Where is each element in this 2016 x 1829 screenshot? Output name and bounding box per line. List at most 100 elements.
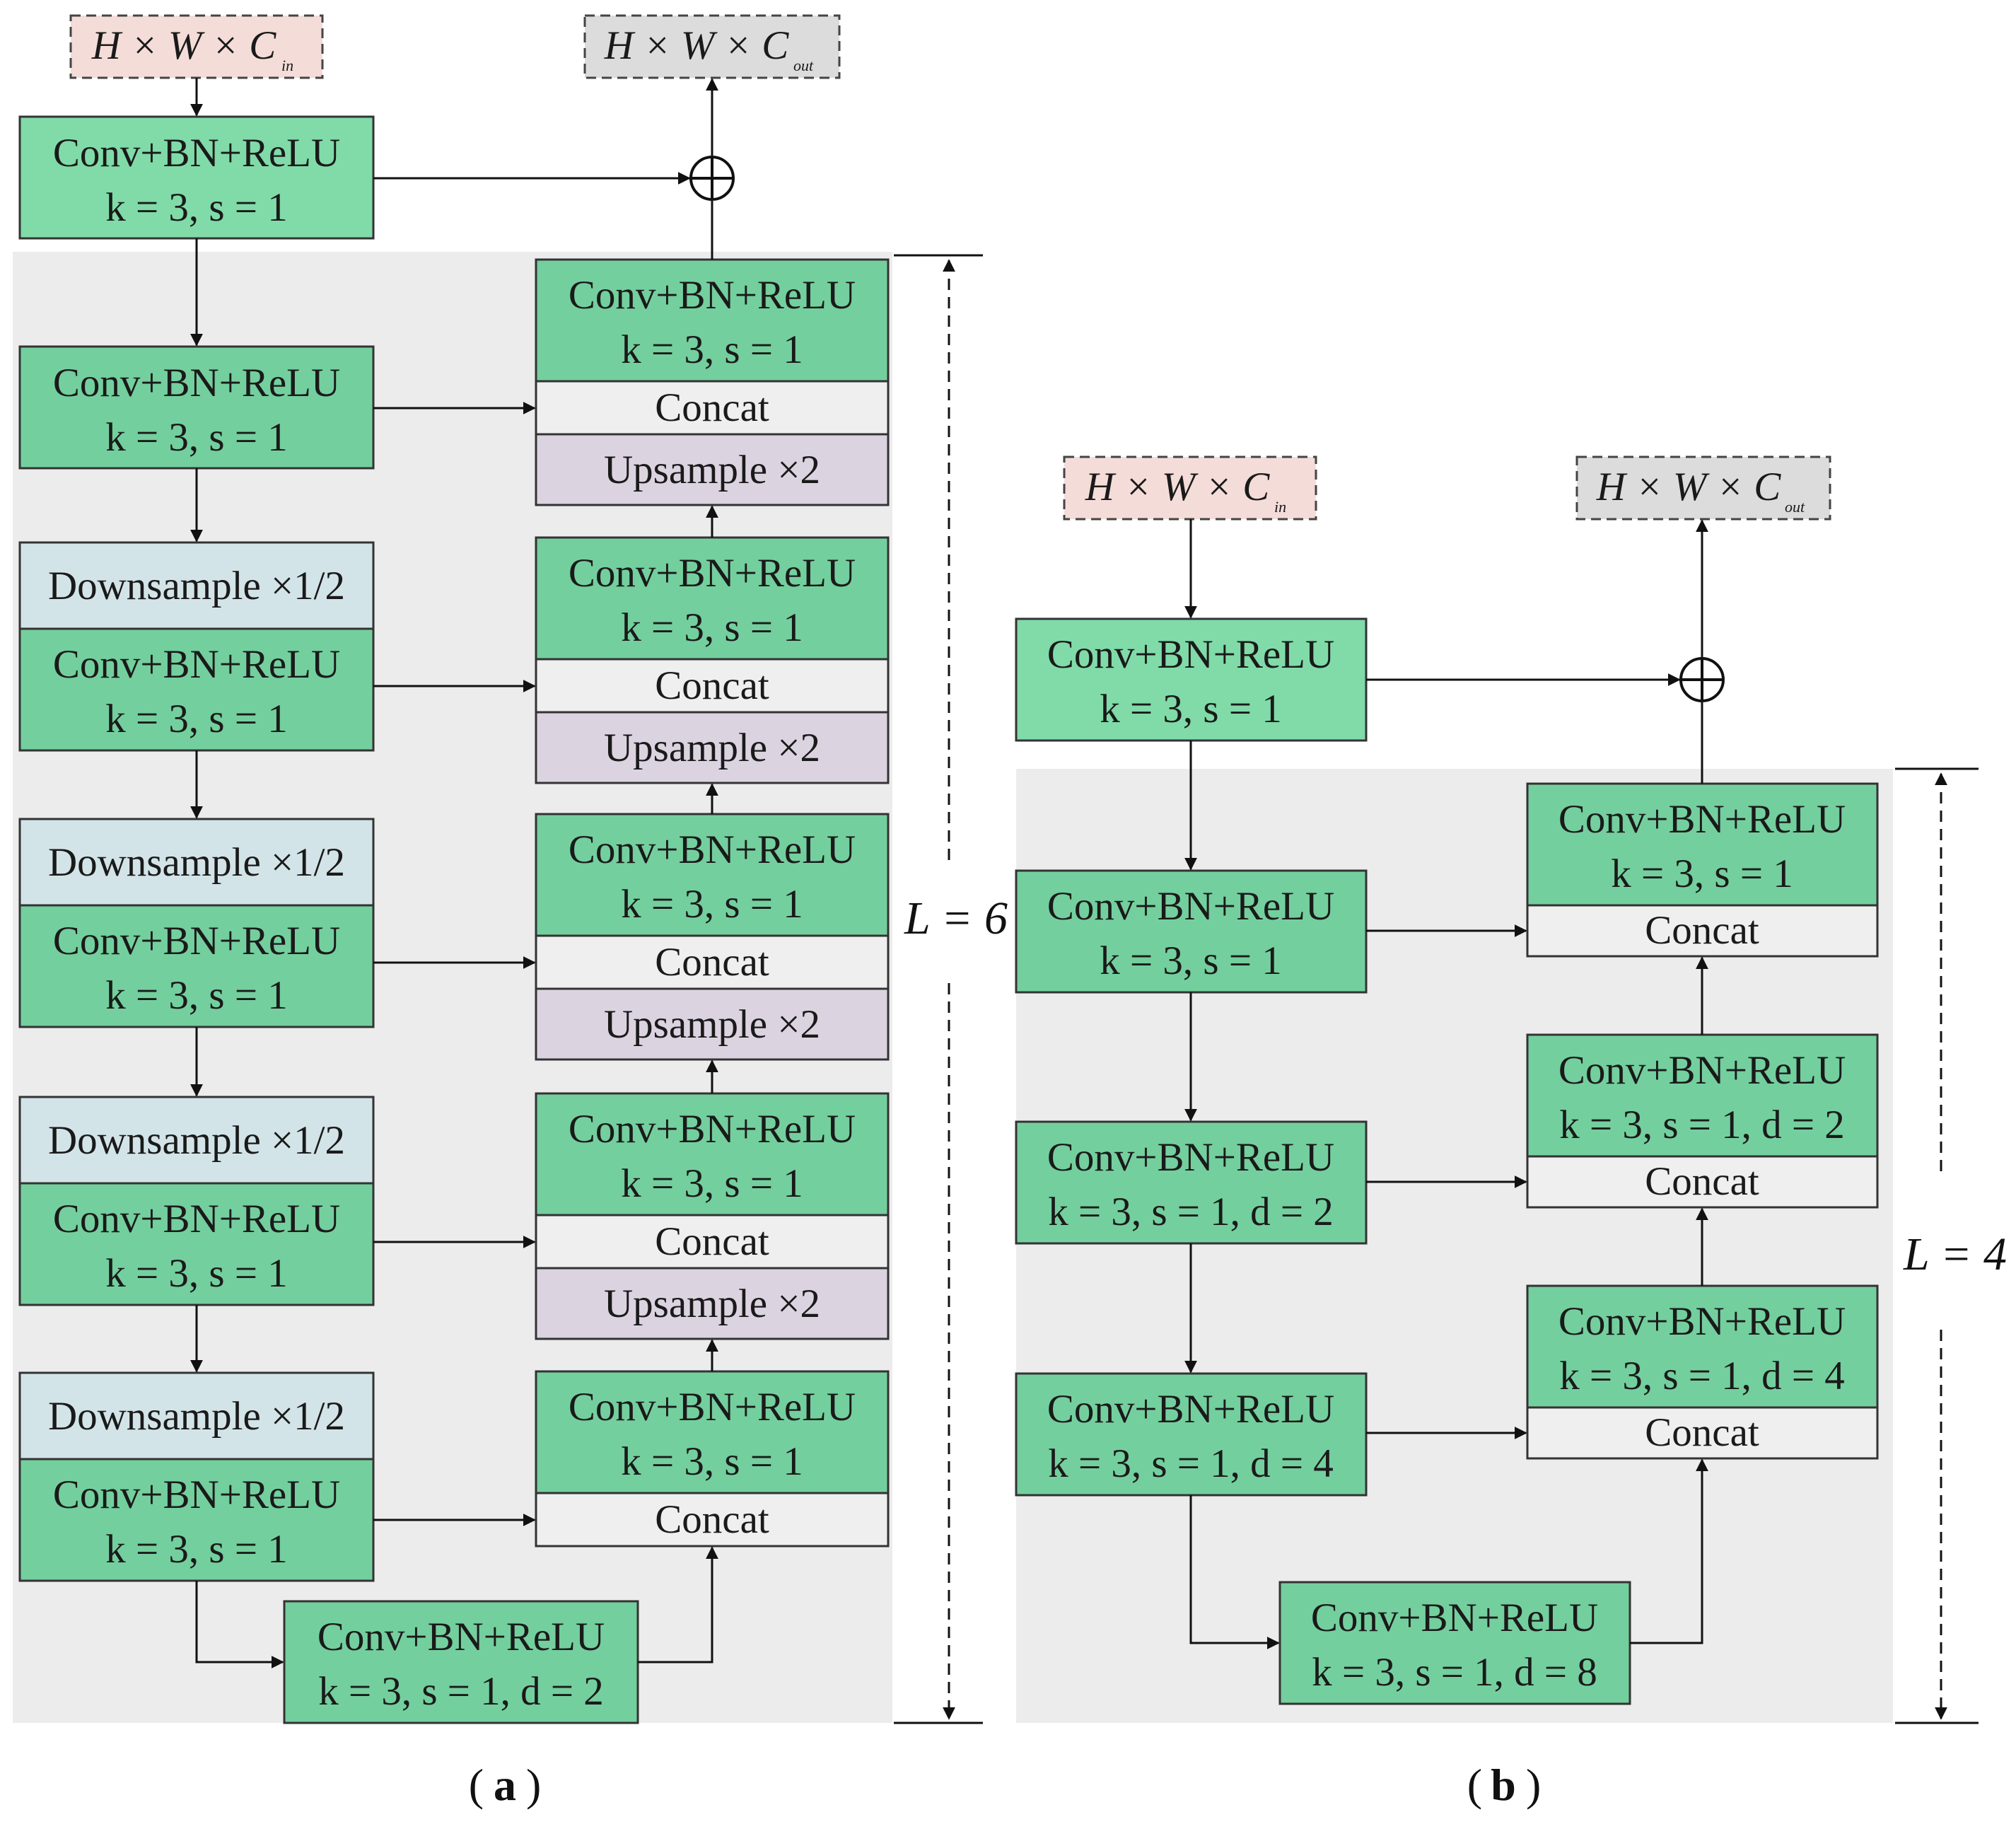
svg-text:k = 3, s = 1, d = 4: k = 3, s = 1, d = 4 — [1559, 1354, 1845, 1398]
b-decoder-1: Conv+BN+ReLU k = 3, s = 1 Concat — [1526, 782, 1879, 958]
svg-text:Conv+BN+ReLU: Conv+BN+ReLU — [1047, 632, 1334, 677]
a-encoder-5: Downsample ×1/2 Conv+BN+ReLU k = 3, s = … — [18, 1371, 375, 1582]
svg-text:Concat: Concat — [1645, 908, 1759, 953]
svg-text:k = 3, s = 1: k = 3, s = 1 — [621, 327, 803, 372]
svg-text:Conv+BN+ReLU: Conv+BN+ReLU — [1311, 1596, 1598, 1640]
input-dims: H × W × C — [91, 23, 277, 68]
svg-text:Conv+BN+ReLU: Conv+BN+ReLU — [1558, 797, 1846, 842]
svg-text:Conv+BN+ReLU: Conv+BN+ReLU — [53, 361, 340, 405]
svg-text:Conv+BN+ReLU: Conv+BN+ReLU — [1558, 1299, 1846, 1344]
panel-a-arrows — [190, 78, 718, 1668]
b-conv-input: Conv+BN+ReLU k = 3, s = 1 — [1015, 617, 1368, 742]
svg-text:Upsample ×2: Upsample ×2 — [604, 1282, 820, 1326]
svg-text:Conv+BN+ReLU: Conv+BN+ReLU — [1558, 1048, 1846, 1093]
output-subscript: out — [793, 57, 814, 74]
svg-text:Concat: Concat — [655, 663, 769, 708]
svg-text:Upsample ×2: Upsample ×2 — [604, 1002, 820, 1047]
svg-text:Conv+BN+ReLU: Conv+BN+ReLU — [53, 642, 340, 687]
svg-text:Conv+BN+ReLU: Conv+BN+ReLU — [53, 1473, 340, 1517]
output-dims: H × W × C — [604, 23, 790, 68]
svg-text:Downsample ×1/2: Downsample ×1/2 — [48, 1394, 345, 1439]
b-depth-label: L = 4 — [1903, 1229, 2007, 1280]
svg-text:(: ( — [469, 1760, 484, 1810]
svg-text:k = 3, s = 1: k = 3, s = 1 — [105, 415, 287, 460]
panel-a: H × W × C in H × W × C out Conv+BN+ReLU … — [13, 14, 1008, 1810]
svg-text:Downsample ×1/2: Downsample ×1/2 — [48, 564, 345, 608]
a-residual-add-icon — [689, 156, 735, 201]
svg-text:k = 3, s = 1: k = 3, s = 1 — [105, 1527, 287, 1572]
a-conv-input: Conv+BN+ReLU k = 3, s = 1 — [18, 115, 375, 240]
svg-text:k = 3, s = 1: k = 3, s = 1 — [1100, 939, 1281, 983]
svg-text:k = 3, s = 1, d = 4: k = 3, s = 1, d = 4 — [1048, 1441, 1334, 1486]
b-decoder-3: Conv+BN+ReLU k = 3, s = 1, d = 4 Concat — [1526, 1284, 1879, 1460]
a-encoder-4: Downsample ×1/2 Conv+BN+ReLU k = 3, s = … — [18, 1096, 375, 1306]
b-bottleneck: Conv+BN+ReLU k = 3, s = 1, d = 8 — [1278, 1581, 1631, 1705]
svg-text:k = 3, s = 1, d = 2: k = 3, s = 1, d = 2 — [1559, 1103, 1845, 1147]
svg-text:k = 3, s = 1: k = 3, s = 1 — [105, 697, 287, 741]
svg-text:Conv+BN+ReLU: Conv+BN+ReLU — [569, 1385, 856, 1429]
b-caption-letter: b — [1491, 1760, 1516, 1810]
b-decoder-2: Conv+BN+ReLU k = 3, s = 1, d = 2 Concat — [1526, 1033, 1879, 1209]
a-decoder-1: Conv+BN+ReLU k = 3, s = 1 Concat Upsampl… — [535, 258, 890, 506]
svg-text:Upsample ×2: Upsample ×2 — [604, 726, 820, 770]
svg-text:k = 3, s = 1: k = 3, s = 1 — [621, 882, 803, 927]
b-encoder-3: Conv+BN+ReLU k = 3, s = 1, d = 4 — [1015, 1372, 1368, 1497]
b-encoder-1: Conv+BN+ReLU k = 3, s = 1 — [1015, 869, 1368, 994]
a-decoder-5: Conv+BN+ReLU k = 3, s = 1 Concat — [535, 1370, 890, 1548]
svg-text:k = 3, s = 1: k = 3, s = 1 — [105, 185, 287, 230]
panel-b: H × W × C in H × W × C out Conv+BN+ReLU … — [1015, 455, 2007, 1810]
svg-text:Conv+BN+ReLU: Conv+BN+ReLU — [53, 131, 340, 175]
svg-text:k = 3, s = 1: k = 3, s = 1 — [105, 1251, 287, 1296]
b-input-dims: H × W × C — [1085, 465, 1271, 509]
panel-b-input-box: H × W × C in — [1063, 455, 1317, 521]
b-depth-bracket: L = 4 — [1895, 767, 2007, 1724]
svg-text:Downsample ×1/2: Downsample ×1/2 — [48, 840, 345, 885]
svg-text:Concat: Concat — [1645, 1159, 1759, 1204]
a-bottleneck: Conv+BN+ReLU k = 3, s = 1, d = 2 — [283, 1600, 639, 1724]
a-caption: ( a ) — [469, 1760, 542, 1810]
a-encoder-3: Downsample ×1/2 Conv+BN+ReLU k = 3, s = … — [18, 818, 375, 1028]
svg-text:Conv+BN+ReLU: Conv+BN+ReLU — [53, 1197, 340, 1241]
svg-text:Conv+BN+ReLU: Conv+BN+ReLU — [569, 828, 856, 872]
svg-text:k = 3, s = 1, d = 2: k = 3, s = 1, d = 2 — [1048, 1190, 1334, 1234]
a-depth-bracket: L = 6 — [894, 254, 1008, 1724]
b-input-subscript: in — [1274, 498, 1286, 516]
b-output-subscript: out — [1785, 498, 1805, 516]
b-encoder-2: Conv+BN+ReLU k = 3, s = 1, d = 2 — [1015, 1120, 1368, 1245]
b-output-dims: H × W × C — [1596, 465, 1782, 509]
svg-text:Conv+BN+ReLU: Conv+BN+ReLU — [1047, 884, 1334, 929]
b-caption: ( b ) — [1467, 1760, 1542, 1810]
svg-text:k = 3, s = 1, d = 2: k = 3, s = 1, d = 2 — [318, 1669, 604, 1714]
svg-text:Concat: Concat — [655, 385, 769, 430]
svg-text:Concat: Concat — [1645, 1410, 1759, 1455]
svg-text:): ) — [526, 1760, 541, 1810]
svg-text:Conv+BN+ReLU: Conv+BN+ReLU — [1047, 1135, 1334, 1180]
svg-text:Conv+BN+ReLU: Conv+BN+ReLU — [569, 1107, 856, 1151]
panel-a-input-box: H × W × C in — [69, 14, 324, 79]
svg-text:k = 3, s = 1: k = 3, s = 1 — [1100, 687, 1281, 731]
svg-text:Downsample ×1/2: Downsample ×1/2 — [48, 1118, 345, 1163]
panel-a-output-box: H × W × C out — [583, 14, 841, 79]
a-decoder-2: Conv+BN+ReLU k = 3, s = 1 Concat Upsampl… — [535, 536, 890, 784]
panel-b-output-box: H × W × C out — [1575, 455, 1831, 521]
a-decoder-4: Conv+BN+ReLU k = 3, s = 1 Concat Upsampl… — [535, 1092, 890, 1340]
svg-text:k = 3, s = 1: k = 3, s = 1 — [105, 973, 287, 1018]
a-depth-label: L = 6 — [904, 893, 1008, 944]
svg-text:k = 3, s = 1: k = 3, s = 1 — [621, 1161, 803, 1206]
svg-text:Concat: Concat — [655, 1219, 769, 1264]
svg-text:Conv+BN+ReLU: Conv+BN+ReLU — [569, 273, 856, 318]
svg-text:Conv+BN+ReLU: Conv+BN+ReLU — [53, 919, 340, 963]
b-residual-add-icon — [1679, 657, 1725, 702]
svg-text:): ) — [1526, 1760, 1541, 1810]
svg-text:k = 3, s = 1, d = 8: k = 3, s = 1, d = 8 — [1312, 1650, 1597, 1695]
svg-text:Concat: Concat — [655, 1497, 769, 1542]
svg-text:Conv+BN+ReLU: Conv+BN+ReLU — [569, 551, 856, 596]
panel-b-arrows — [1184, 519, 1708, 1649]
svg-text:k = 3, s = 1: k = 3, s = 1 — [621, 605, 803, 650]
a-caption-letter: a — [494, 1760, 516, 1810]
svg-text:(: ( — [1467, 1760, 1482, 1810]
a-encoder-2: Downsample ×1/2 Conv+BN+ReLU k = 3, s = … — [18, 541, 375, 752]
svg-text:k = 3, s = 1: k = 3, s = 1 — [1611, 852, 1793, 896]
a-encoder-1: Conv+BN+ReLU k = 3, s = 1 — [18, 345, 375, 470]
